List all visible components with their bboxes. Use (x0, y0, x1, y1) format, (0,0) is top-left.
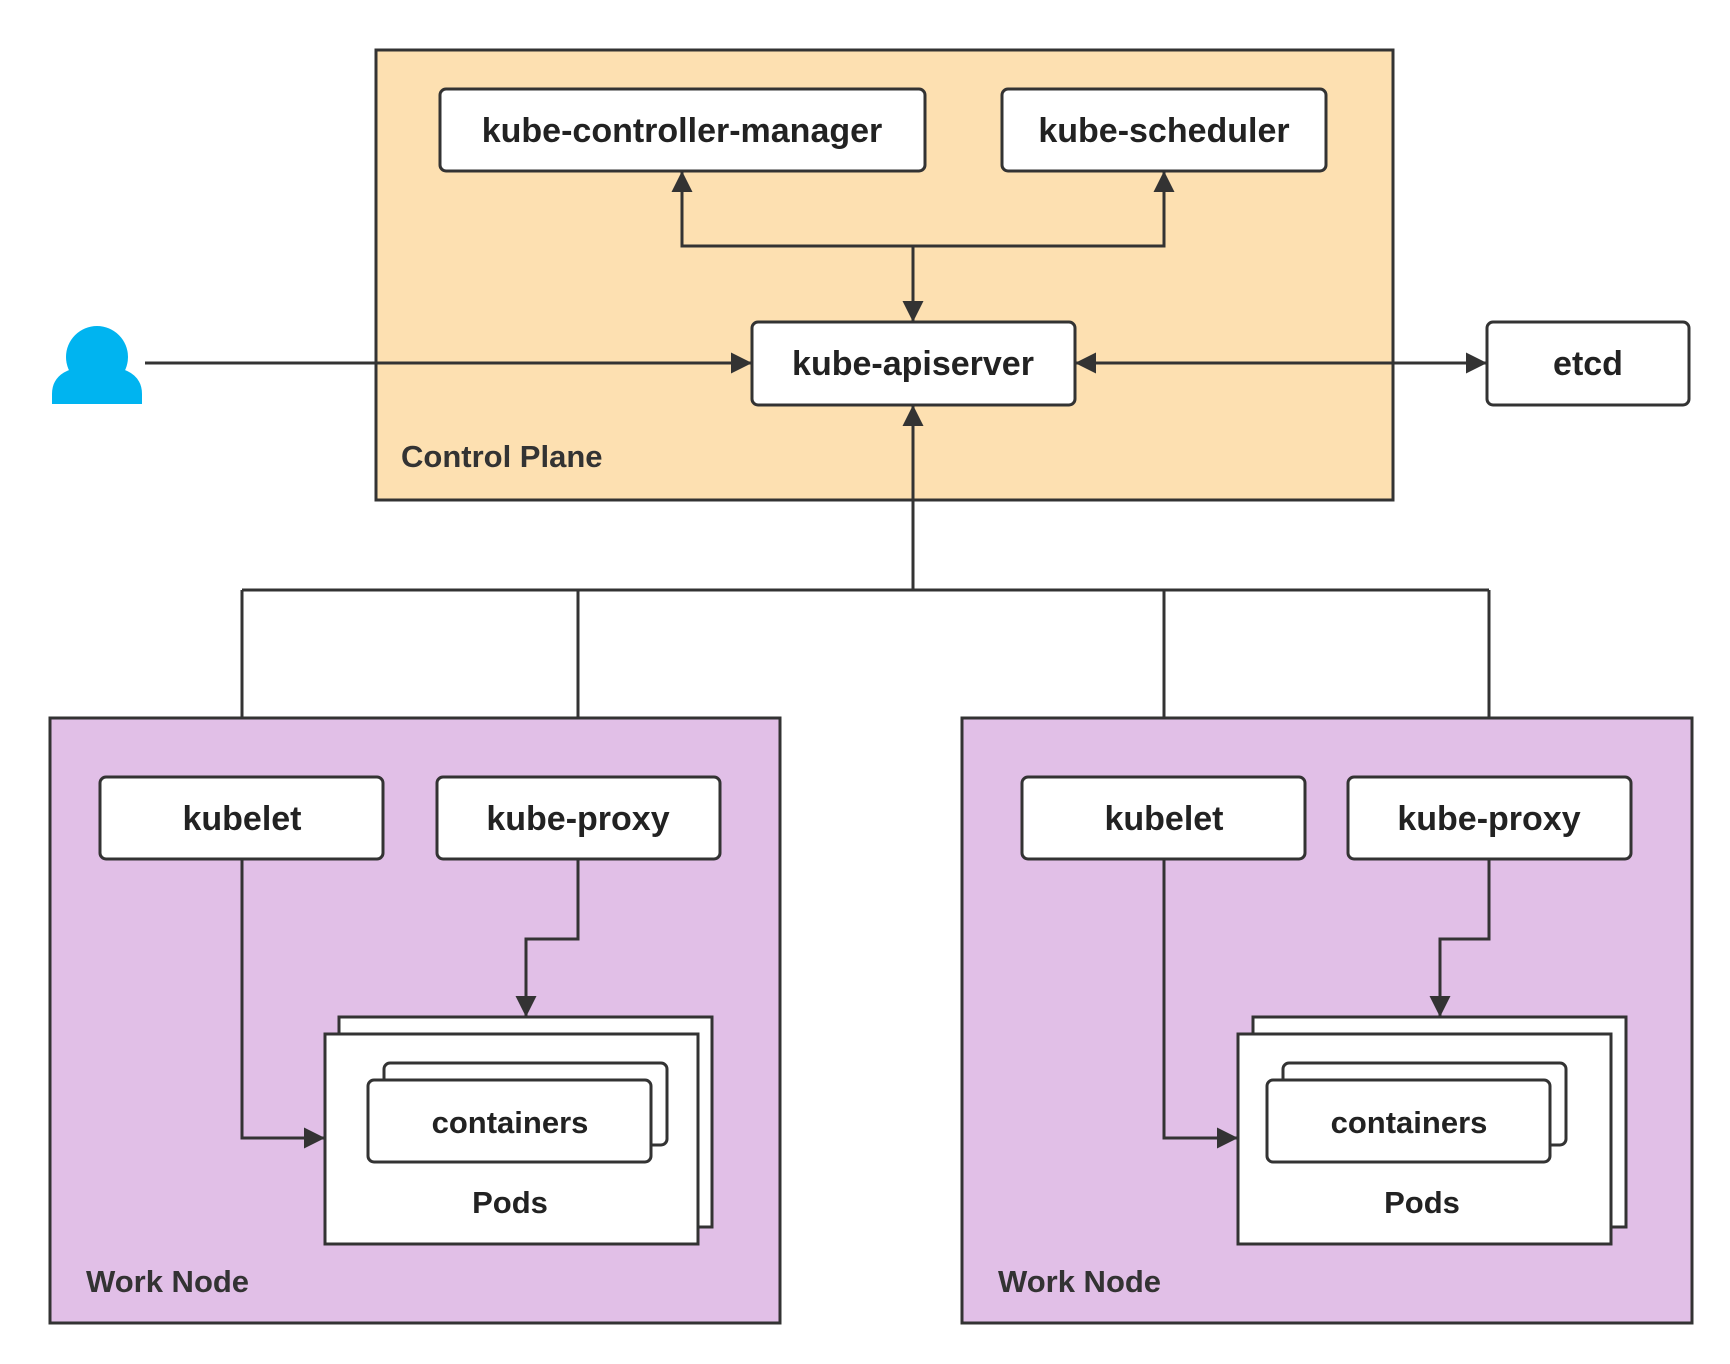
work-node-2-kube-proxy[interactable]: kube-proxy (1346, 775, 1633, 861)
work-node-1-label: Work Node (86, 1264, 249, 1299)
work-node-1: Work Node kubelet kube-proxy containers … (48, 716, 782, 1325)
user-icon (52, 326, 142, 404)
kube-proxy-label: kube-proxy (1397, 800, 1580, 838)
work-node-2-kubelet[interactable]: kubelet (1020, 775, 1307, 861)
work-node-1-kube-proxy[interactable]: kube-proxy (435, 775, 722, 861)
containers-label: containers (432, 1105, 589, 1140)
kube-scheduler-node[interactable]: kube-scheduler (1000, 87, 1328, 173)
kubelet-label: kubelet (182, 800, 301, 838)
kube-controller-manager-label: kube-controller-manager (482, 112, 883, 150)
kubelet-label: kubelet (1104, 800, 1223, 838)
work-node-1-kubelet[interactable]: kubelet (98, 775, 385, 861)
pods-label: Pods (1384, 1185, 1460, 1220)
kube-controller-manager-node[interactable]: kube-controller-manager (438, 87, 927, 173)
containers-label: containers (1331, 1105, 1488, 1140)
etcd-label: etcd (1553, 345, 1623, 383)
pods-label: Pods (472, 1185, 548, 1220)
etcd-node[interactable]: etcd (1485, 320, 1691, 407)
control-plane-connectors (145, 171, 1487, 374)
kube-scheduler-label: kube-scheduler (1038, 112, 1289, 150)
kube-apiserver-node[interactable]: kube-apiserver (750, 320, 1077, 407)
work-node-2: Work Node kubelet kube-proxy containers … (960, 716, 1694, 1325)
work-node-2-label: Work Node (998, 1264, 1161, 1299)
kube-apiserver-label: kube-apiserver (792, 345, 1034, 383)
kube-proxy-label: kube-proxy (486, 800, 669, 838)
control-plane-label: Control Plane (401, 439, 603, 474)
work-node-1-pods[interactable]: containers Pods (323, 1015, 714, 1246)
work-node-2-pods[interactable]: containers Pods (1236, 1015, 1628, 1246)
